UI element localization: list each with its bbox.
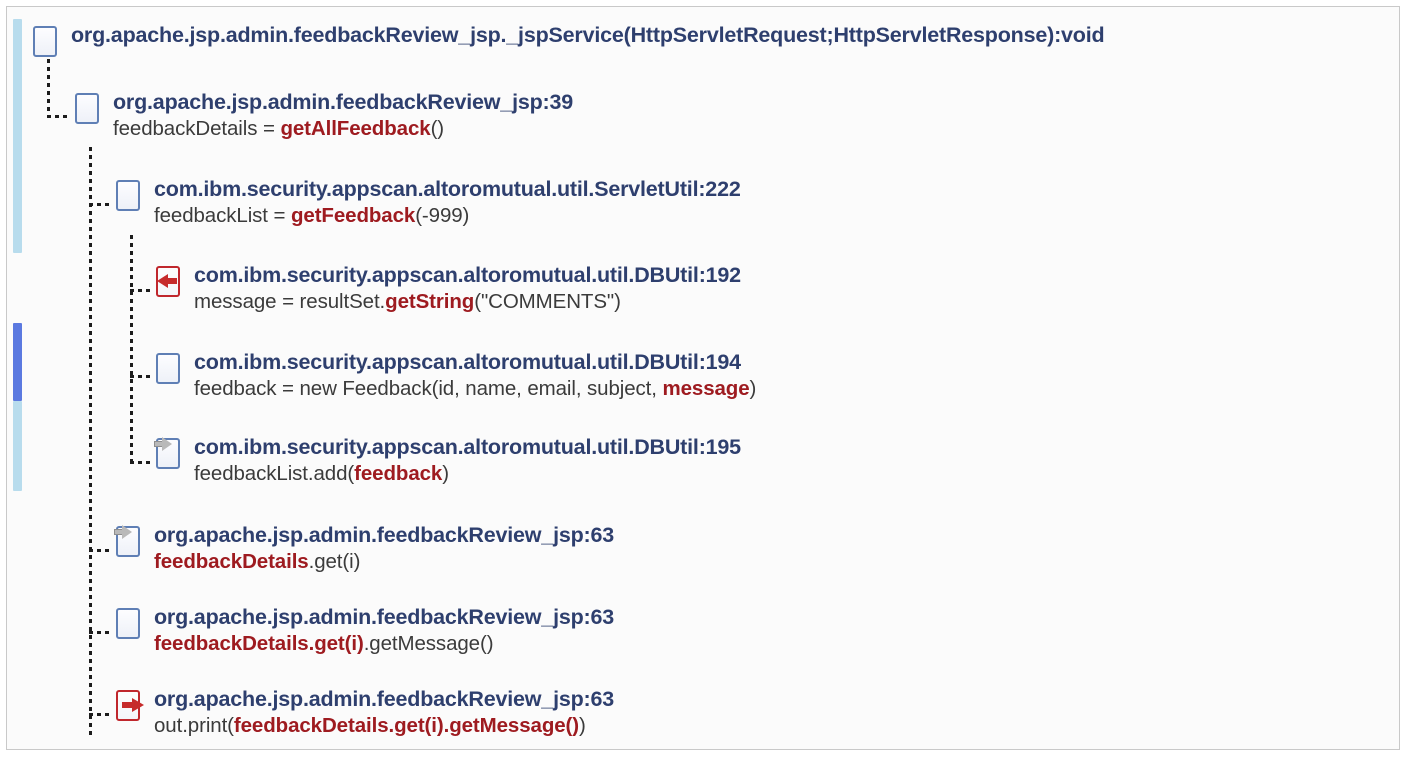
plain-box-icon[interactable] xyxy=(114,179,144,213)
trace-node-code: message = resultSet.getString("COMMENTS"… xyxy=(194,289,741,315)
code-plain: ("COMMENTS") xyxy=(474,290,621,313)
code-highlight: feedbackDetails.get(i) xyxy=(154,632,364,655)
trunk-depth-1 xyxy=(47,59,50,117)
trace-node-signature: com.ibm.security.appscan.altoromutual.ut… xyxy=(194,350,741,374)
trace-node-code: feedbackList.add(feedback) xyxy=(194,461,741,487)
code-plain: feedbackList = xyxy=(154,204,291,227)
data-step-icon[interactable] xyxy=(154,437,184,471)
icon-frame xyxy=(33,26,57,57)
code-plain: ) xyxy=(442,462,449,485)
trace-node-labels: com.ibm.security.appscan.altoromutual.ut… xyxy=(194,349,756,402)
branch-node-5 xyxy=(130,461,154,464)
trace-node-code: feedbackList = getFeedback(-999) xyxy=(154,203,741,229)
icon-frame xyxy=(75,93,99,124)
arrow-head xyxy=(122,525,132,539)
arrow-head xyxy=(132,698,144,712)
plain-box-icon[interactable] xyxy=(154,352,184,386)
trace-node-labels: org.apache.jsp.admin.feedbackReview_jsp.… xyxy=(71,22,1105,49)
branch-node-7 xyxy=(89,631,113,634)
plain-box-icon[interactable] xyxy=(73,92,103,126)
call-trace-panel: org.apache.jsp.admin.feedbackReview_jsp.… xyxy=(6,6,1400,750)
trace-node-labels: org.apache.jsp.admin.feedbackReview_jsp:… xyxy=(154,522,614,575)
code-plain: ) xyxy=(579,714,586,737)
trace-node-code: feedbackDetails = getAllFeedback() xyxy=(113,116,573,142)
trace-node-labels: com.ibm.security.appscan.altoromutual.ut… xyxy=(194,434,741,487)
code-highlight: feedbackDetails.get(i).getMessage() xyxy=(233,714,580,737)
branch-node-2 xyxy=(89,203,113,206)
code-highlight: message xyxy=(662,377,750,400)
trace-node-code: feedback = new Feedback(id, name, email,… xyxy=(194,376,756,402)
icon-frame xyxy=(116,608,140,639)
branch-node-8 xyxy=(89,713,113,716)
trace-tree[interactable]: org.apache.jsp.admin.feedbackReview_jsp.… xyxy=(29,7,1399,749)
arrow-shaft xyxy=(122,702,133,708)
data-step-icon[interactable] xyxy=(114,525,144,559)
arrow-glyph xyxy=(157,274,177,288)
branch-node-4 xyxy=(130,375,154,378)
code-plain: feedbackDetails = xyxy=(113,117,281,140)
code-plain: feedback = new Feedback(id, name, email,… xyxy=(194,377,663,400)
trace-node-labels: org.apache.jsp.admin.feedbackReview_jsp:… xyxy=(113,89,573,142)
trace-node-signature: com.ibm.security.appscan.altoromutual.ut… xyxy=(154,177,741,201)
trace-node-signature: com.ibm.security.appscan.altoromutual.ut… xyxy=(194,263,741,287)
data-out-icon[interactable] xyxy=(114,689,144,723)
code-highlight: feedbackDetails xyxy=(154,550,309,573)
trace-node-labels: org.apache.jsp.admin.feedbackReview_jsp:… xyxy=(154,686,614,739)
code-plain: .get(i) xyxy=(308,550,361,573)
trace-node-code: feedbackDetails.get(i) xyxy=(154,549,614,575)
code-highlight: getString xyxy=(385,290,475,313)
code-highlight: getAllFeedback xyxy=(280,117,431,140)
code-plain: .getMessage() xyxy=(363,632,494,655)
gutter-bar-dark xyxy=(13,323,22,401)
branch-node-6 xyxy=(89,549,113,552)
arrow-shaft xyxy=(167,278,177,284)
trace-node-signature: org.apache.jsp.admin.feedbackReview_jsp.… xyxy=(71,23,1105,47)
gutter-bar-light-top xyxy=(13,19,22,253)
trace-node-code: out.print(feedbackDetails.get(i).getMess… xyxy=(154,713,614,739)
icon-frame xyxy=(116,180,140,211)
data-in-icon[interactable] xyxy=(154,265,184,299)
arrow-head xyxy=(162,437,172,451)
code-plain: feedbackList.add( xyxy=(194,462,355,485)
trace-node-labels: org.apache.jsp.admin.feedbackReview_jsp:… xyxy=(154,604,614,657)
trace-node-labels: com.ibm.security.appscan.altoromutual.ut… xyxy=(194,262,741,315)
trace-node-labels: com.ibm.security.appscan.altoromutual.ut… xyxy=(154,176,741,229)
trace-node-signature: com.ibm.security.appscan.altoromutual.ut… xyxy=(194,435,741,459)
branch-node-1 xyxy=(47,115,71,118)
code-highlight: getFeedback xyxy=(290,204,416,227)
trace-node-signature: org.apache.jsp.admin.feedbackReview_jsp:… xyxy=(113,90,574,114)
code-plain: ) xyxy=(749,377,757,400)
icon-frame xyxy=(156,353,180,384)
change-bar-gutter xyxy=(7,7,29,749)
trace-node-code: feedbackDetails.get(i).getMessage() xyxy=(154,631,614,657)
trunk-depth-3 xyxy=(130,235,133,465)
trace-node-signature: org.apache.jsp.admin.feedbackReview_jsp:… xyxy=(154,605,615,629)
trunk-depth-2 xyxy=(89,147,92,737)
gutter-bar-light-bottom xyxy=(13,401,22,491)
code-plain: message = resultSet. xyxy=(194,290,386,313)
code-plain: (-999) xyxy=(415,204,470,227)
code-plain: () xyxy=(430,117,445,140)
arrow-head xyxy=(157,274,168,288)
plain-box-icon[interactable] xyxy=(114,607,144,641)
plain-box-icon[interactable] xyxy=(31,25,61,59)
arrow-glyph xyxy=(122,698,144,712)
branch-node-3 xyxy=(130,289,154,292)
trace-node-signature: org.apache.jsp.admin.feedbackReview_jsp:… xyxy=(154,523,615,547)
code-plain: out.print( xyxy=(154,714,234,737)
trace-node-signature: org.apache.jsp.admin.feedbackReview_jsp:… xyxy=(154,687,615,711)
code-highlight: feedback xyxy=(354,462,443,485)
